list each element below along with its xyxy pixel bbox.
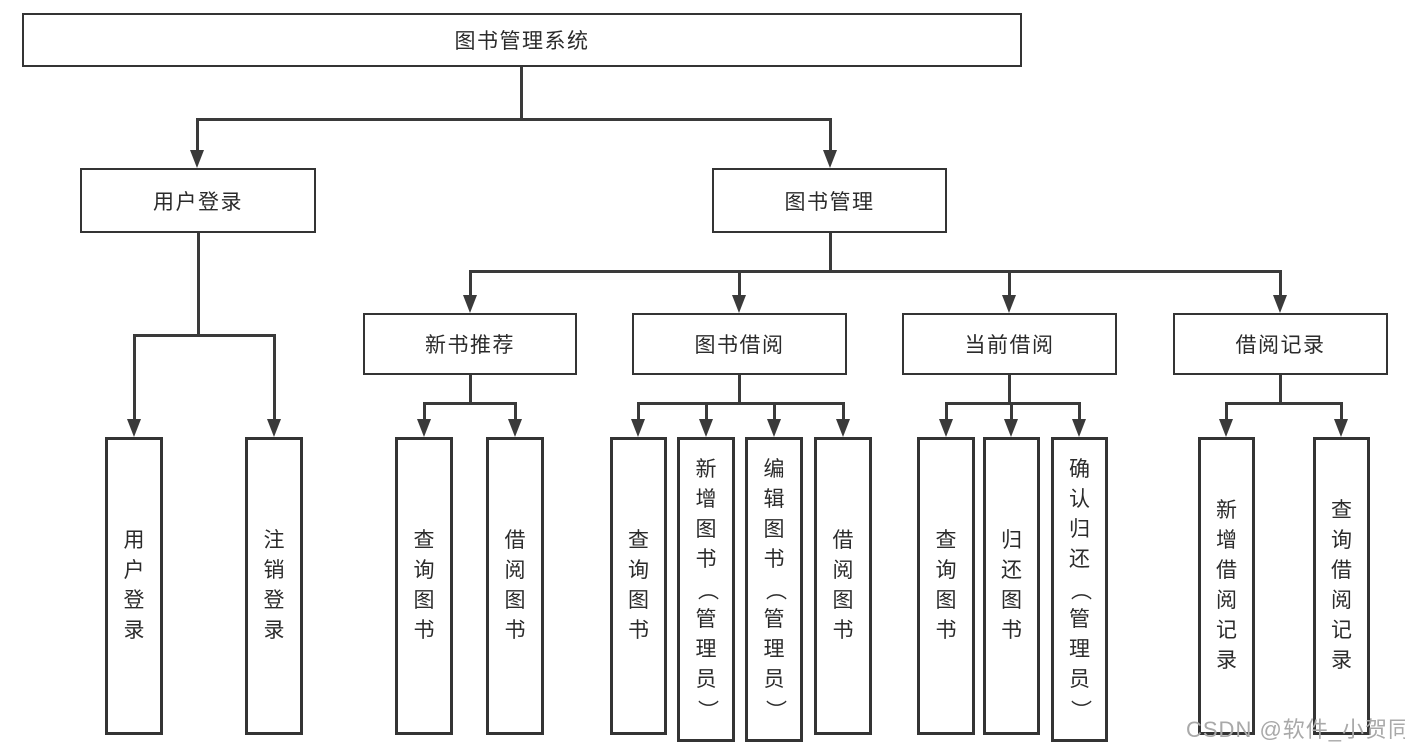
node-label: 当前借阅 [964, 334, 1055, 357]
connector-line [469, 375, 472, 404]
arrowhead [767, 419, 781, 437]
arrowhead [1072, 419, 1086, 437]
arrowhead [463, 295, 477, 313]
node-label: 用户登录 [153, 190, 243, 214]
arrowhead [1219, 419, 1233, 437]
connector-line [469, 270, 1281, 273]
connector-line [1008, 270, 1011, 295]
arrowhead [699, 419, 713, 437]
connector-line [705, 402, 708, 419]
connector-line [1340, 402, 1343, 419]
connector-line [273, 334, 276, 419]
connector-line [945, 402, 1081, 405]
leaf-add-book-admin: 新增图书（管理员） [677, 437, 735, 742]
node-current-borrowing: 当前借阅 [902, 313, 1117, 375]
leaf-edit-book-admin: 编辑图书（管理员） [745, 437, 803, 742]
connector-line [738, 375, 741, 404]
connector-line [829, 118, 832, 152]
arrowhead [190, 150, 204, 168]
leaf-confirm-return-admin: 确认归还（管理员） [1051, 437, 1108, 742]
connector-line [1008, 375, 1011, 404]
connector-line [829, 233, 832, 272]
connector-line [945, 402, 948, 419]
node-library-system: 图书管理系统 [22, 13, 1022, 67]
connector-line [1010, 402, 1013, 419]
connector-line [1225, 402, 1342, 405]
connector-line [133, 334, 275, 337]
node-new-book-recommend: 新书推荐 [363, 313, 577, 375]
connector-line [738, 270, 741, 295]
arrowhead [631, 419, 645, 437]
leaf-query-books-2: 查询图书 [610, 437, 667, 735]
connector-line [423, 402, 516, 405]
connector-line [637, 402, 844, 405]
leaf-logout: 注销登录 [245, 437, 303, 735]
leaf-return-book: 归还图书 [983, 437, 1040, 735]
arrowhead [1334, 419, 1348, 437]
connector-line [1279, 375, 1282, 404]
csdn-watermark: CSDN @软件_小贺同学 [1186, 717, 1405, 742]
arrowhead [267, 419, 281, 437]
connector-line [773, 402, 776, 419]
arrowhead [417, 419, 431, 437]
connector-line [133, 334, 136, 419]
arrowhead [508, 419, 522, 437]
leaf-add-borrow-record: 新增借阅记录 [1198, 437, 1255, 735]
connector-line [1078, 402, 1081, 419]
connector-line [1279, 270, 1282, 295]
connector-line [1225, 402, 1228, 419]
leaf-borrow-books-1: 借阅图书 [486, 437, 544, 735]
arrowhead [939, 419, 953, 437]
node-label: 图书管理 [784, 190, 875, 214]
arrowhead [1273, 295, 1287, 313]
connector-line [469, 270, 472, 295]
node-book-borrowing: 图书借阅 [632, 313, 847, 375]
leaf-query-borrow-record: 查询借阅记录 [1313, 437, 1370, 735]
connector-line [197, 233, 200, 336]
arrowhead [823, 150, 837, 168]
connector-line [637, 402, 640, 419]
node-label: 新书推荐 [425, 334, 515, 357]
leaf-query-books-1: 查询图书 [395, 437, 453, 735]
connector-line [520, 67, 523, 120]
connector-line [423, 402, 426, 419]
connector-line [196, 118, 199, 152]
arrowhead [1002, 295, 1016, 313]
connector-line [196, 118, 832, 121]
connector-line [514, 402, 517, 419]
node-label: 图书借阅 [694, 334, 785, 357]
arrowhead [732, 295, 746, 313]
arrowhead [836, 419, 850, 437]
arrowhead [1004, 419, 1018, 437]
leaf-user-login: 用户登录 [105, 437, 163, 735]
node-borrowing-records: 借阅记录 [1173, 313, 1388, 375]
node-label: 借阅记录 [1235, 334, 1326, 357]
node-book-management: 图书管理 [712, 168, 947, 233]
connector-line [842, 402, 845, 419]
arrowhead [127, 419, 141, 437]
leaf-query-books-3: 查询图书 [917, 437, 975, 735]
node-label: 图书管理系统 [454, 30, 590, 53]
node-user-login: 用户登录 [80, 168, 316, 233]
leaf-borrow-books-2: 借阅图书 [814, 437, 872, 735]
